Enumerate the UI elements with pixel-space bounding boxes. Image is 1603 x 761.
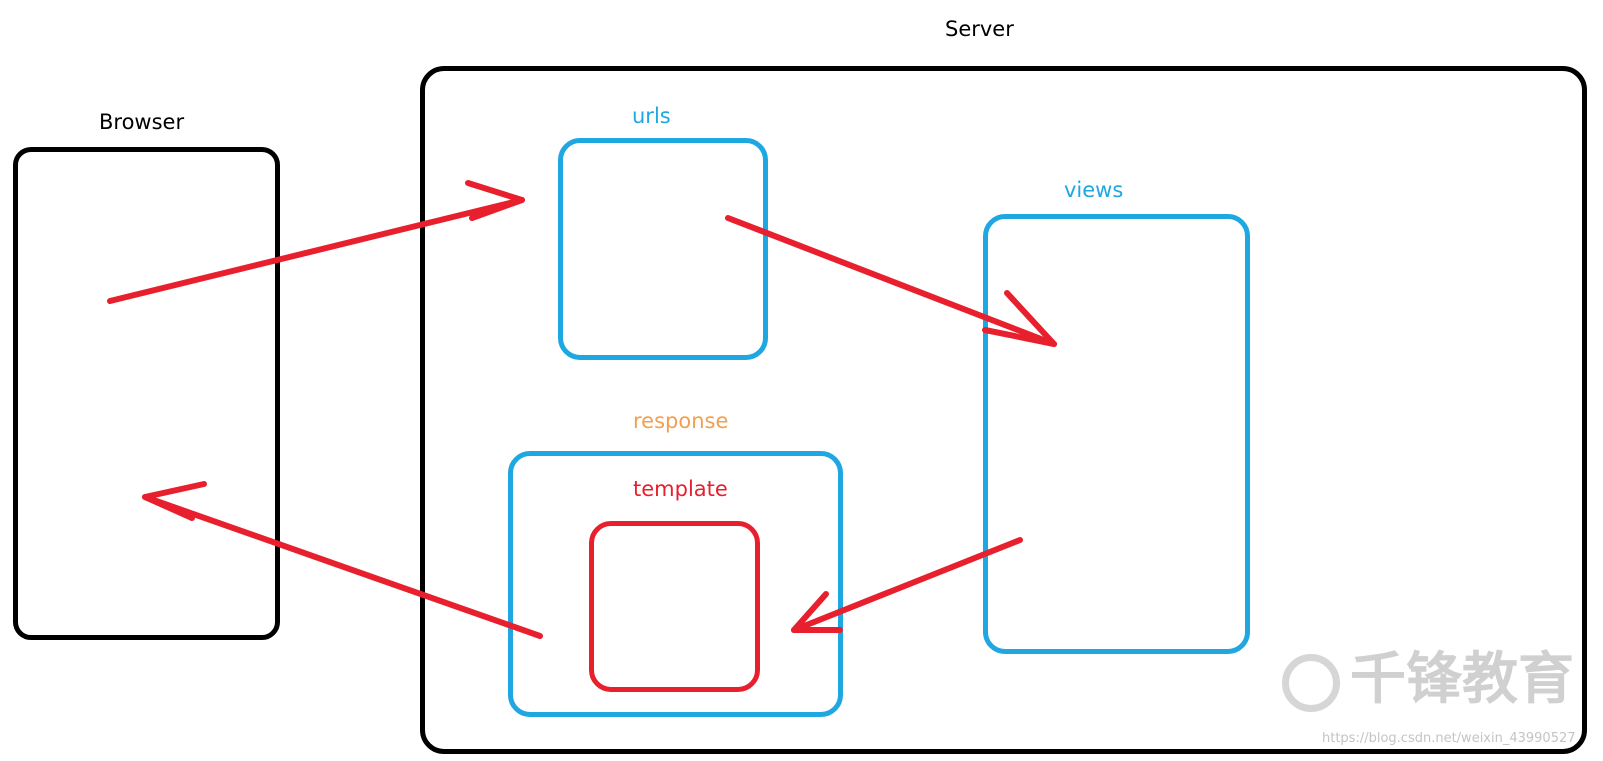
urls-box xyxy=(558,138,768,360)
views-label: views xyxy=(1064,178,1124,202)
server-label: Server xyxy=(945,17,1014,41)
response-label: response xyxy=(633,409,729,433)
template-box xyxy=(589,521,760,692)
browser-box xyxy=(13,147,280,640)
watermark-url: https://blog.csdn.net/weixin_43990527 xyxy=(1322,731,1576,746)
server-container xyxy=(420,66,1587,754)
watermark: 千锋教育 xyxy=(1282,652,1574,712)
browser-label: Browser xyxy=(99,110,185,134)
urls-label: urls xyxy=(632,104,671,128)
watermark-text: 千锋教育 xyxy=(1350,647,1574,712)
template-label: template xyxy=(633,477,728,501)
views-box xyxy=(983,214,1250,654)
watermark-logo-icon xyxy=(1282,653,1340,712)
